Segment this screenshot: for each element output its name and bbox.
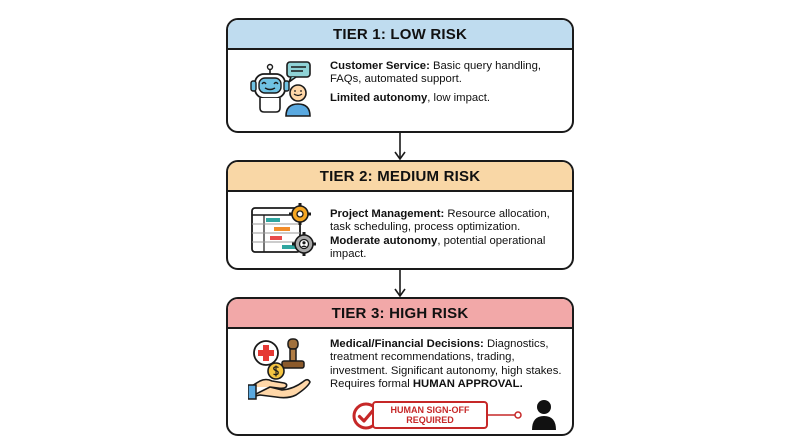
signoff-line-1: HUMAN SIGN-OFF bbox=[390, 404, 470, 415]
tier-1-line-2: Limited autonomy, low impact. bbox=[330, 92, 562, 105]
tier-2-line-2: Moderate autonomy, potential operational… bbox=[330, 235, 562, 262]
tier-2-line-1: Project Management: Resource allocation,… bbox=[330, 208, 562, 235]
robot-support-agent-icon bbox=[250, 61, 311, 117]
tier-1-header: TIER 1: LOW RISK bbox=[228, 20, 572, 50]
tier-3-box: TIER 3: HIGH RISK Medical/Financial Deci… bbox=[226, 297, 574, 436]
tier-2-description: Project Management: Resource allocation,… bbox=[330, 208, 562, 267]
person-icon bbox=[532, 400, 556, 430]
tier-3-line-1-bold: Medical/Financial Decisions: bbox=[330, 338, 484, 350]
tier-3-line-1-rest: Diagnostics, treatment recommendations, … bbox=[330, 338, 562, 377]
tier-2-line-2-rest: , potential operational impact. bbox=[330, 234, 546, 261]
signoff-line-2: REQUIRED bbox=[406, 415, 454, 425]
tier-1-line-1: Customer Service: Basic query handling, … bbox=[330, 60, 562, 87]
human-signoff-strip: HUMAN SIGN-OFF REQUIRED bbox=[348, 399, 572, 434]
gantt-chart-gears-icon bbox=[251, 203, 316, 256]
tier-3-line-2: Requires formal HUMAN APPROVAL. bbox=[330, 378, 562, 391]
tier-1-line-1-rest: Basic query handling, FAQs, automated su… bbox=[330, 60, 541, 86]
signoff-connector bbox=[488, 411, 522, 419]
tier-2-title: TIER 2: MEDIUM RISK bbox=[319, 167, 481, 185]
tier-3-title: TIER 3: HIGH RISK bbox=[331, 304, 469, 322]
signoff-label: HUMAN SIGN-OFF REQUIRED bbox=[372, 401, 488, 429]
tier-3-description: Medical/Financial Decisions: Diagnostics… bbox=[330, 338, 562, 392]
tier-1-line-2-rest: , low impact. bbox=[427, 91, 491, 104]
tier-3-line-1: Medical/Financial Decisions: Diagnostics… bbox=[330, 338, 562, 378]
tier-1-title: TIER 1: LOW RISK bbox=[332, 25, 468, 43]
tier-1-box: TIER 1: LOW RISK Customer bbox=[226, 18, 574, 133]
tier-1-line-1-bold: Customer Service: bbox=[330, 60, 430, 72]
tier-1-line-2-bold: Limited autonomy bbox=[330, 91, 428, 104]
tier-2-box: TIER 2: MEDIUM RISK bbox=[226, 160, 574, 270]
medical-finance-hand-icon bbox=[248, 338, 311, 400]
tier-2-header: TIER 2: MEDIUM RISK bbox=[228, 162, 572, 192]
tier-3-line-2-plain: Requires formal bbox=[330, 378, 413, 391]
arrow-down-icon bbox=[394, 133, 406, 161]
tier-3-header: TIER 3: HIGH RISK bbox=[228, 299, 572, 329]
tier-2-line-1-bold: Project Management: bbox=[330, 208, 445, 220]
tier-2-line-2-bold: Moderate autonomy bbox=[330, 234, 438, 247]
arrow-down-icon bbox=[394, 270, 406, 298]
tier-2-line-1-rest: Resource allocation, task scheduling, pr… bbox=[330, 208, 550, 234]
tier-3-line-2-bold: HUMAN APPROVAL. bbox=[412, 378, 523, 391]
tier-1-description: Customer Service: Basic query handling, … bbox=[330, 60, 562, 110]
